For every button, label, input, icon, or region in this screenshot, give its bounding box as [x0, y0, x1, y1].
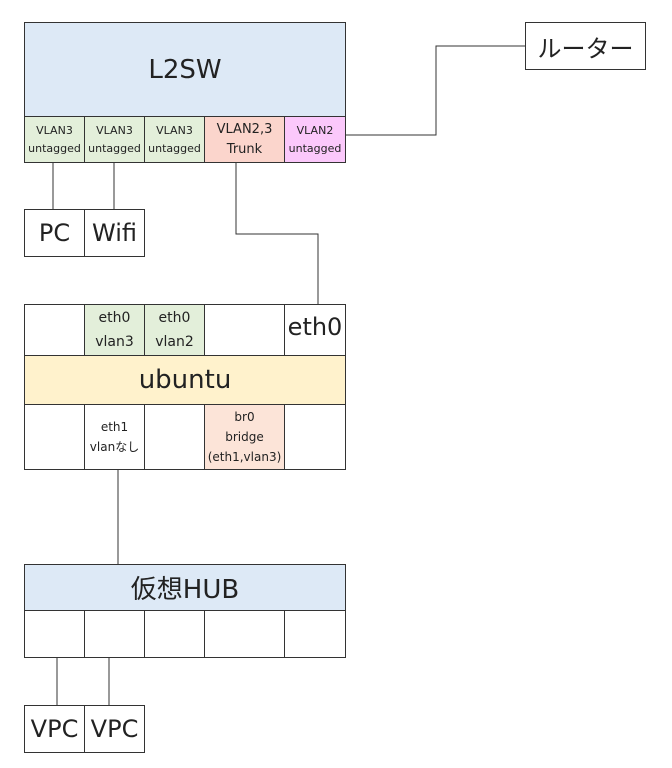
l2sw-port-trunk: VLAN2,3 Trunk — [204, 116, 285, 163]
hub-port-2 — [84, 610, 145, 658]
ubuntu-bottom-port-br0: br0 bridge (eth1,vlan3) — [204, 404, 285, 470]
ubuntu-box: ubuntu — [24, 355, 346, 405]
line-l2sw-router — [346, 45, 526, 136]
hub-port-3 — [144, 610, 205, 658]
ubuntu-top-port-1 — [24, 304, 85, 356]
vpc-label-2: VPC — [90, 715, 139, 743]
l2sw-port-vlan2: VLAN2 untagged — [284, 116, 346, 163]
ubuntu-bottom-port-1 — [24, 404, 85, 470]
hub-port-1 — [24, 610, 85, 658]
hub-box: 仮想HUB — [24, 564, 346, 611]
l2sw-box: L2SW — [24, 22, 346, 117]
vpc-box-2: VPC — [84, 705, 145, 753]
l2sw-port-2: VLAN3 untagged — [84, 116, 145, 163]
router-label: ルーター — [537, 34, 634, 63]
line-trunk-eth0 — [235, 163, 319, 305]
ubuntu-top-port-eth0-vlan2: eth0 vlan2 — [144, 304, 205, 356]
l2sw-title: L2SW — [148, 54, 222, 85]
wifi-label: Wifi — [92, 219, 137, 247]
hub-port-4 — [204, 610, 285, 658]
l2sw-port-3: VLAN3 untagged — [144, 116, 205, 163]
ubuntu-top-port-eth0-vlan3: eth0 vlan3 — [84, 304, 145, 356]
wifi-box: Wifi — [84, 209, 145, 257]
pc-label: PC — [38, 219, 71, 247]
ubuntu-bottom-port-eth1: eth1 vlanなし — [84, 404, 145, 470]
router-box: ルーター — [525, 22, 646, 70]
hub-title: 仮想HUB — [130, 575, 240, 605]
ubuntu-bottom-port-5 — [284, 404, 346, 470]
ubuntu-top-port-eth0: eth0 — [284, 304, 346, 356]
vpc-label-1: VPC — [30, 715, 79, 743]
ubuntu-title: ubuntu — [138, 365, 232, 395]
ubuntu-bottom-port-3 — [144, 404, 205, 470]
ubuntu-top-port-4 — [204, 304, 285, 356]
pc-box: PC — [24, 209, 85, 257]
l2sw-port-1: VLAN3 untagged — [24, 116, 85, 163]
hub-port-5 — [284, 610, 346, 658]
vpc-box-1: VPC — [24, 705, 85, 753]
